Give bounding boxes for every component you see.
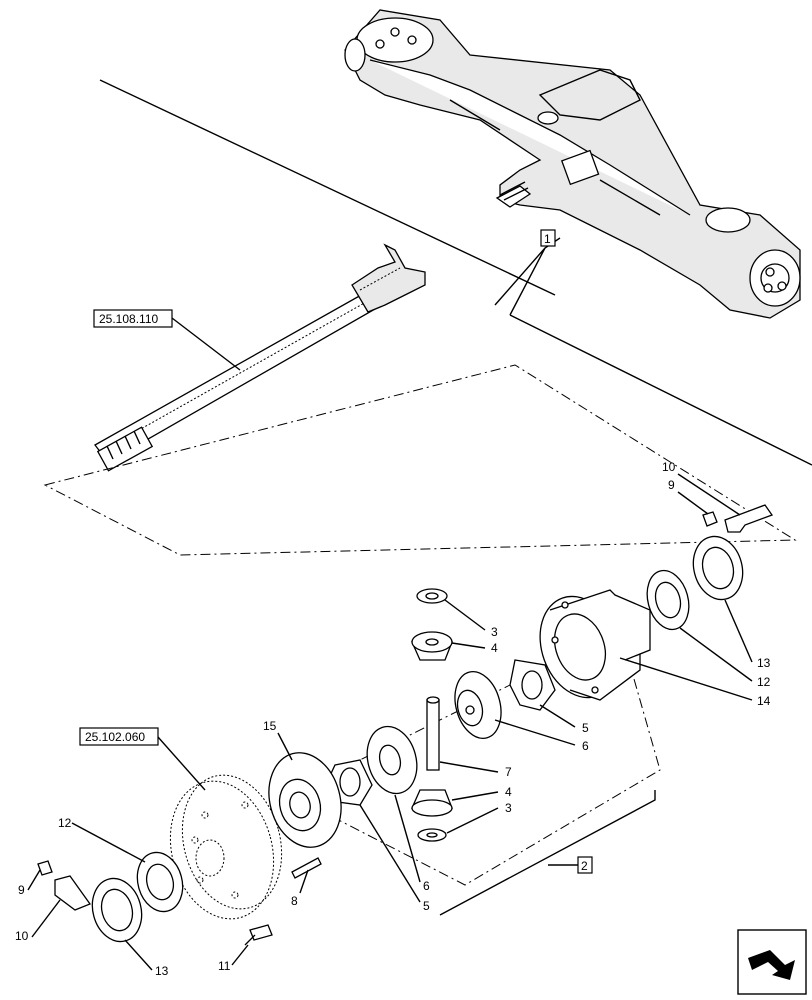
reference-axle-shaft-label: 25.108.110	[99, 312, 158, 326]
callout-2[interactable]: 2	[439, 790, 656, 916]
side-gear-upper	[454, 671, 502, 739]
cross-pin	[426, 696, 440, 771]
group-outline	[43, 364, 797, 556]
next-page-arrow-icon[interactable]	[737, 929, 807, 995]
differential-case	[539, 589, 651, 701]
pinion-gear-top	[410, 631, 453, 661]
thrust-washer-upper	[509, 659, 556, 711]
callout-13b: 13	[757, 656, 771, 670]
callout-4a: 4	[491, 641, 498, 655]
callout-5a: 5	[582, 721, 589, 735]
bearing-left	[136, 851, 184, 913]
ring-nut-right	[692, 535, 744, 601]
roll-pin	[291, 857, 322, 879]
bearing-right	[646, 569, 690, 631]
callout-14: 14	[757, 694, 771, 708]
callout-7: 7	[505, 765, 512, 779]
pinion-gear-lower	[410, 789, 453, 817]
bolt	[244, 924, 273, 946]
section-line	[99, 79, 556, 296]
callout-8: 8	[291, 894, 298, 908]
callout-3b: 3	[505, 801, 512, 815]
side-gear-lower	[366, 725, 418, 795]
lock-plate-left	[37, 860, 92, 911]
thrust-washer-top	[416, 588, 448, 604]
front-axle-assembly	[344, 9, 801, 319]
callout-10a: 10	[15, 929, 29, 943]
reference-ring-gear-label: 25.102.060	[85, 730, 145, 744]
callout-4b: 4	[505, 785, 512, 799]
differential-half-case	[268, 752, 342, 848]
callout-9a: 9	[18, 883, 25, 897]
callout-6b: 6	[423, 879, 430, 893]
axle-shaft	[94, 243, 426, 472]
ring-nut-left	[91, 877, 143, 943]
callout-6a: 6	[582, 739, 589, 753]
callout-5b: 5	[423, 899, 430, 913]
section-line	[509, 314, 812, 466]
callout-2-label: 2	[581, 859, 588, 873]
callout-12a: 12	[58, 816, 72, 830]
callout-3a: 3	[491, 625, 498, 639]
reference-axle-shaft[interactable]: 25.108.110	[93, 309, 241, 371]
callout-15: 15	[263, 719, 277, 733]
callout-13a: 13	[155, 964, 169, 978]
callout-1-label: 1	[544, 232, 551, 246]
lock-plate-right	[702, 504, 774, 533]
callout-9b: 9	[668, 478, 675, 492]
callout-10b: 10	[662, 460, 676, 474]
callout-11: 11	[218, 959, 231, 973]
callout-12b: 12	[757, 675, 771, 689]
callouts: 3 4 5 6 7 4 3 6 5 8 15 12 9 10 13 11 10 …	[15, 460, 771, 978]
reference-ring-gear[interactable]: 25.102.060	[79, 727, 206, 791]
thrust-washer-lower	[417, 828, 447, 842]
callout-1[interactable]: 1	[494, 229, 561, 316]
